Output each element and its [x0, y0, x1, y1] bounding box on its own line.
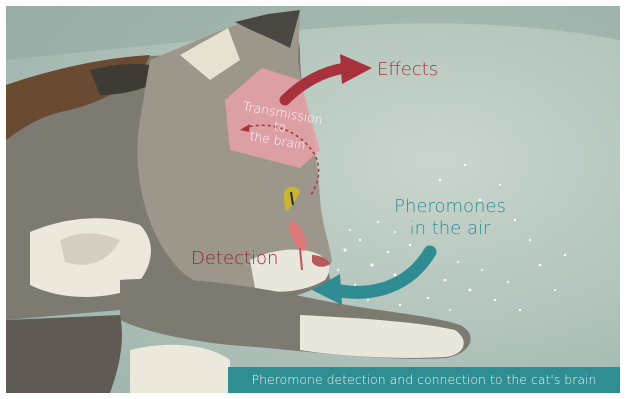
caption: Pheromone detection and connection to th…: [228, 367, 620, 393]
effects-label: Effects: [377, 59, 438, 80]
cat-lower-dark: [6, 315, 122, 393]
pheromones-label: Pheromones in the air: [390, 196, 510, 240]
cat-illustration: [6, 6, 620, 393]
caption-bar: Pheromone detection and connection to th…: [228, 367, 620, 393]
detection-label: Detection: [191, 248, 278, 269]
pheromones-label-line: in the air: [390, 218, 510, 240]
pheromones-label-line: Pheromones: [390, 196, 510, 218]
cat-lower-patch: [130, 345, 230, 393]
